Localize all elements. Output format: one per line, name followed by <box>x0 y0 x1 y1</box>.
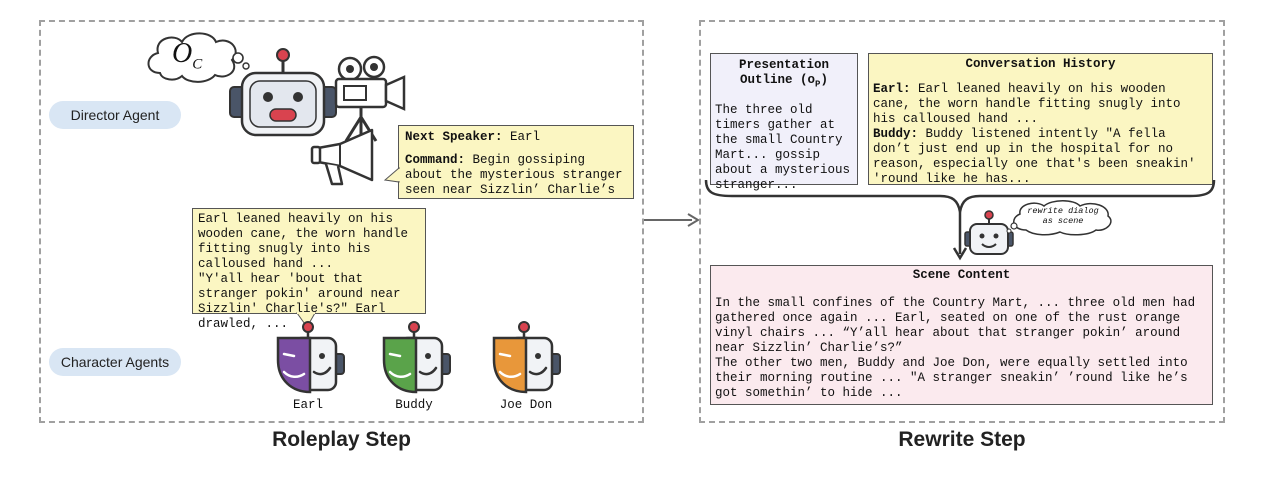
character-robot-earl-icon <box>276 321 345 394</box>
character-name-earl: Earl <box>292 398 323 412</box>
character-name-joe-don: Joe Don <box>499 398 553 412</box>
next-speaker-line: Next Speaker: Earl <box>405 130 627 145</box>
command-line: Command: Begin gossiping about the myste… <box>405 153 627 198</box>
outline-title-sub: P <box>815 79 821 90</box>
history-buddy-text: Buddy listened intently "A fella don’t j… <box>873 127 1196 186</box>
merge-brace <box>704 179 1216 261</box>
oc-subscript: C <box>192 56 203 73</box>
scene-title: Scene Content <box>912 268 1011 282</box>
history-buddy-key: Buddy: <box>873 127 919 141</box>
outline-title-text: Presentation Outline (o <box>738 58 829 87</box>
next-speaker-key: Next Speaker: <box>405 130 503 144</box>
outline-title-end: ) <box>820 73 828 87</box>
character-dialog-box: Earl leaned heavily on his wooden cane, … <box>192 208 426 331</box>
scene-content-box: Scene Content In the small confines of t… <box>710 265 1213 405</box>
oc-thought-cloud <box>147 32 250 83</box>
scene-text: In the small confines of the Country Mar… <box>715 296 1196 400</box>
character-robot-buddy-icon <box>382 321 451 394</box>
history-earl-line: Earl: Earl leaned heavily on his wooden … <box>873 82 1208 127</box>
rewrite-thought-cloud <box>1006 200 1112 236</box>
outline-text: The three old timers gather at the small… <box>715 102 851 192</box>
rewrite-step-title: Rewrite Step <box>898 428 1026 451</box>
rewrite-panel <box>699 20 1225 423</box>
oc-letter: O <box>172 38 193 69</box>
character-agents-label: Character Agents <box>49 348 181 376</box>
director-box-pointer <box>383 166 401 183</box>
oc-symbol: OC <box>172 38 202 74</box>
roleplay-step-title: Roleplay Step <box>272 428 411 451</box>
director-agent-label: Director Agent <box>49 101 181 129</box>
conversation-history-box: Conversation History Earl: Earl leaned h… <box>868 53 1213 187</box>
outline-title: Presentation Outline (oP) <box>715 58 853 93</box>
director-robot-icon <box>229 48 337 137</box>
megaphone-icon <box>310 128 374 186</box>
character-robot-joe-don-icon <box>492 321 561 394</box>
command-value: Begin gossiping about the mysterious str… <box>405 153 623 197</box>
rewrite-thought-text: rewrite dialog as scene <box>1027 206 1099 226</box>
roleplay-panel <box>39 20 644 423</box>
dialog-box-pointer <box>296 312 316 328</box>
next-speaker-value: Earl <box>510 130 541 144</box>
history-earl-key: Earl: <box>873 82 911 96</box>
step-arrow-icon <box>644 213 700 227</box>
movie-camera-icon <box>334 55 406 142</box>
history-earl-text: Earl leaned heavily on his wooden cane, … <box>873 82 1181 126</box>
presentation-outline-box: Presentation Outline (oP) The three old … <box>710 53 858 192</box>
command-key: Command: <box>405 153 466 167</box>
rewrite-robot-icon <box>964 210 1014 255</box>
character-name-buddy: Buddy <box>395 398 433 412</box>
director-command-box: Next Speaker: Earl Command: Begin gossip… <box>398 125 634 199</box>
history-title: Conversation History <box>965 57 1116 71</box>
history-buddy-line: Buddy: Buddy listened intently "A fella … <box>873 127 1208 187</box>
